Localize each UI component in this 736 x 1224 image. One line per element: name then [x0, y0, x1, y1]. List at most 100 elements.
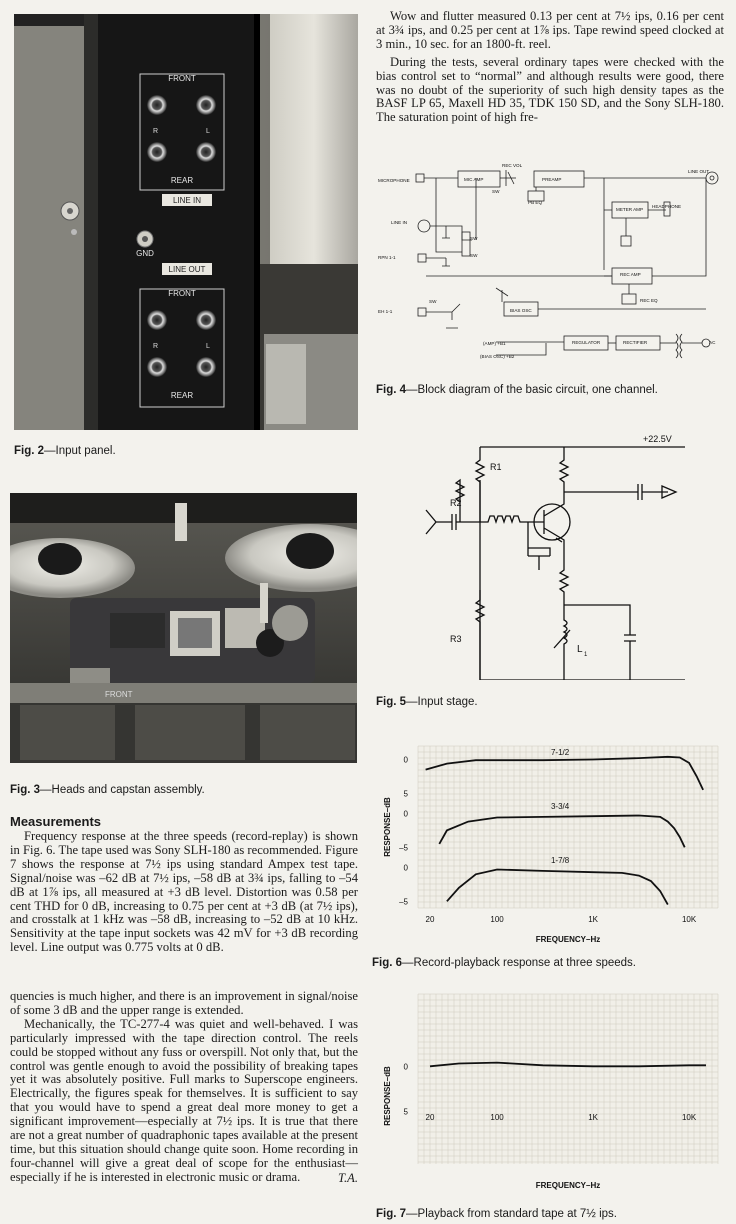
section-heading: Measurements [10, 814, 102, 829]
block-diagram: MICROPHONE MIC AMP REC VOL PREAMP PB EQ … [376, 160, 726, 375]
heads-capstan-photo: FRONT [10, 493, 357, 763]
label-sw-4: SW [429, 299, 437, 304]
panel-l-label-2: L [206, 343, 210, 350]
label-line-in: LINE IN [391, 220, 407, 225]
measurements-section: Measurements Frequency response at the t… [10, 814, 358, 955]
label-voltage: +22.5V [643, 434, 672, 444]
chart-x-tick-label: 20 [426, 1113, 435, 1122]
top-right-text: Wow and flutter measured 0.13 per cent a… [376, 9, 724, 125]
label-r2: R2 [450, 498, 462, 508]
caption-label: Fig. 3 [10, 784, 41, 796]
caption-text: —Playback from standard tape at 7½ ips. [406, 1208, 617, 1220]
paragraph: Mechanically, the TC-277-4 was quiet and… [10, 1016, 358, 1184]
chart-y-axis-label: RESPONSE–dB [383, 1066, 392, 1126]
chart-y-tick-label: 5 [404, 1107, 409, 1116]
caption-text: —Record-playback response at three speed… [402, 957, 636, 969]
deck-front-label: FRONT [105, 690, 133, 699]
fig7-chart: 0 5 20 100 1K 10K FREQUENCY–Hz RESPONSE–dB [378, 988, 728, 1208]
input-panel-photo: FRONT R L REAR LINE IN GND LINE OUT FRON… [14, 14, 358, 430]
label-pb-eq: PB EQ [528, 200, 542, 205]
chart-x-tick-label: 10K [682, 1113, 697, 1122]
panel-line-out-label: LINE OUT [169, 265, 206, 274]
label-microphone: MICROPHONE [378, 178, 410, 183]
panel-gnd-label: GND [136, 249, 154, 258]
label-r1: R1 [490, 462, 502, 472]
label-rectifier: RECTIFIER [623, 340, 648, 345]
fig2-caption: Fig. 2—Input panel. [14, 445, 116, 457]
label-r3: R3 [450, 634, 462, 644]
chart-series-line [446, 868, 669, 906]
chart-x-axis-label: FREQUENCY–Hz [536, 935, 600, 944]
label-ac: AC [709, 340, 716, 345]
label-sw-1: SW [492, 189, 500, 194]
chart-x-tick-label: 100 [490, 1113, 504, 1122]
label-eh: EH 1-1 [378, 309, 393, 314]
label-rpn: RPN 1-1 [378, 255, 396, 260]
label-amp-b1: (AMP) +B1 [483, 341, 506, 346]
chart-y-tick-label: –5 [399, 897, 408, 906]
caption-text: —Heads and capstan assembly. [40, 784, 205, 796]
fig5-caption: Fig. 5—Input stage. [376, 696, 478, 708]
label-meter-amp: METER AMP [616, 207, 643, 212]
chart-x-tick-label: 1K [588, 1113, 598, 1122]
label-preamp: PREAMP [542, 177, 561, 182]
chart-y-tick-label: 0 [404, 810, 409, 819]
label-line-out: LINE OUT [688, 169, 709, 174]
panel-rear-label-2: REAR [171, 391, 193, 400]
bottom-left-text: quencies is much higher, and there is an… [10, 989, 358, 1186]
chart-series-line [425, 755, 704, 791]
label-l1: L [577, 644, 583, 655]
label-headphone: HEADPHONE [652, 204, 681, 209]
panel-line-in-label: LINE IN [173, 196, 201, 205]
caption-label: Fig. 4 [376, 384, 407, 396]
chart-y-tick-label: 0 [404, 756, 409, 765]
panel-r-label-2: R [153, 343, 158, 350]
fig6-caption: Fig. 6—Record-playback response at three… [372, 957, 636, 969]
chart-y-tick-label: 5 [404, 789, 409, 798]
panel-front-label-2: FRONT [168, 289, 196, 298]
label-bias-b2: (BIAS OSC) +B2 [480, 354, 515, 359]
chart-y-tick-label: 0 [404, 1062, 409, 1071]
chart-x-tick-label: 1K [588, 915, 598, 924]
chart-series-label: 1-7/8 [551, 856, 570, 865]
chart-y-tick-label: –5 [399, 843, 408, 852]
fig6-chart: 0 5 7-1/2 0 –5 3-3/4 0 –5 1-7/8 20 100 1K 10K FREQUEN… [378, 740, 728, 950]
chart-x-tick-label: 20 [426, 915, 435, 924]
caption-label: Fig. 5 [376, 696, 407, 708]
label-rec-amp: REC AMP [620, 272, 641, 277]
fig7-caption: Fig. 7—Playback from standard tape at 7½… [376, 1208, 617, 1220]
label-rec-eq: REC EQ [640, 298, 658, 303]
paragraph: quencies is much higher, and there is an… [10, 989, 358, 1017]
author-signature: T.A. [337, 1170, 358, 1185]
chart-y-axis-label: RESPONSE–dB [383, 797, 392, 857]
caption-text: —Input panel. [44, 445, 116, 457]
chart-series-line [438, 814, 686, 848]
paragraph: During the tests, several ordinary tapes… [376, 54, 724, 125]
panel-front-label: FRONT [168, 74, 196, 83]
chart-series-line [429, 1061, 706, 1068]
label-rec-vol: REC VOL [502, 163, 523, 168]
input-stage-schematic: +22.5V R1 R2 R3 L 1 [380, 430, 720, 681]
chart-x-tick-label: 100 [490, 915, 504, 924]
label-l1-sub: 1 [584, 652, 588, 658]
chart-series-label: 3-3/4 [551, 802, 570, 811]
panel-l-label: L [206, 128, 210, 135]
caption-label: Fig. 7 [376, 1208, 407, 1220]
label-sw-3: SW [470, 253, 478, 258]
label-bias-osc: BIAS OSC [510, 308, 532, 313]
chart-x-axis-label: FREQUENCY–Hz [536, 1181, 600, 1190]
fig3-caption: Fig. 3—Heads and capstan assembly. [10, 784, 205, 796]
chart-series-label: 7-1/2 [551, 748, 570, 757]
label-regulator: REGULATOR [572, 340, 601, 345]
panel-r-label: R [153, 128, 158, 135]
caption-label: Fig. 2 [14, 445, 45, 457]
paragraph: Frequency response at the three speeds (… [10, 829, 358, 955]
chart-y-tick-label: 0 [404, 864, 409, 873]
fig4-caption: Fig. 4—Block diagram of the basic circui… [376, 384, 658, 396]
chart-x-tick-label: 10K [682, 915, 697, 924]
label-mic-amp: MIC AMP [464, 177, 483, 182]
panel-rear-label: REAR [171, 176, 193, 185]
label-sw-2: SW [470, 236, 478, 241]
caption-text: —Input stage. [406, 696, 478, 708]
caption-label: Fig. 6 [372, 957, 403, 969]
